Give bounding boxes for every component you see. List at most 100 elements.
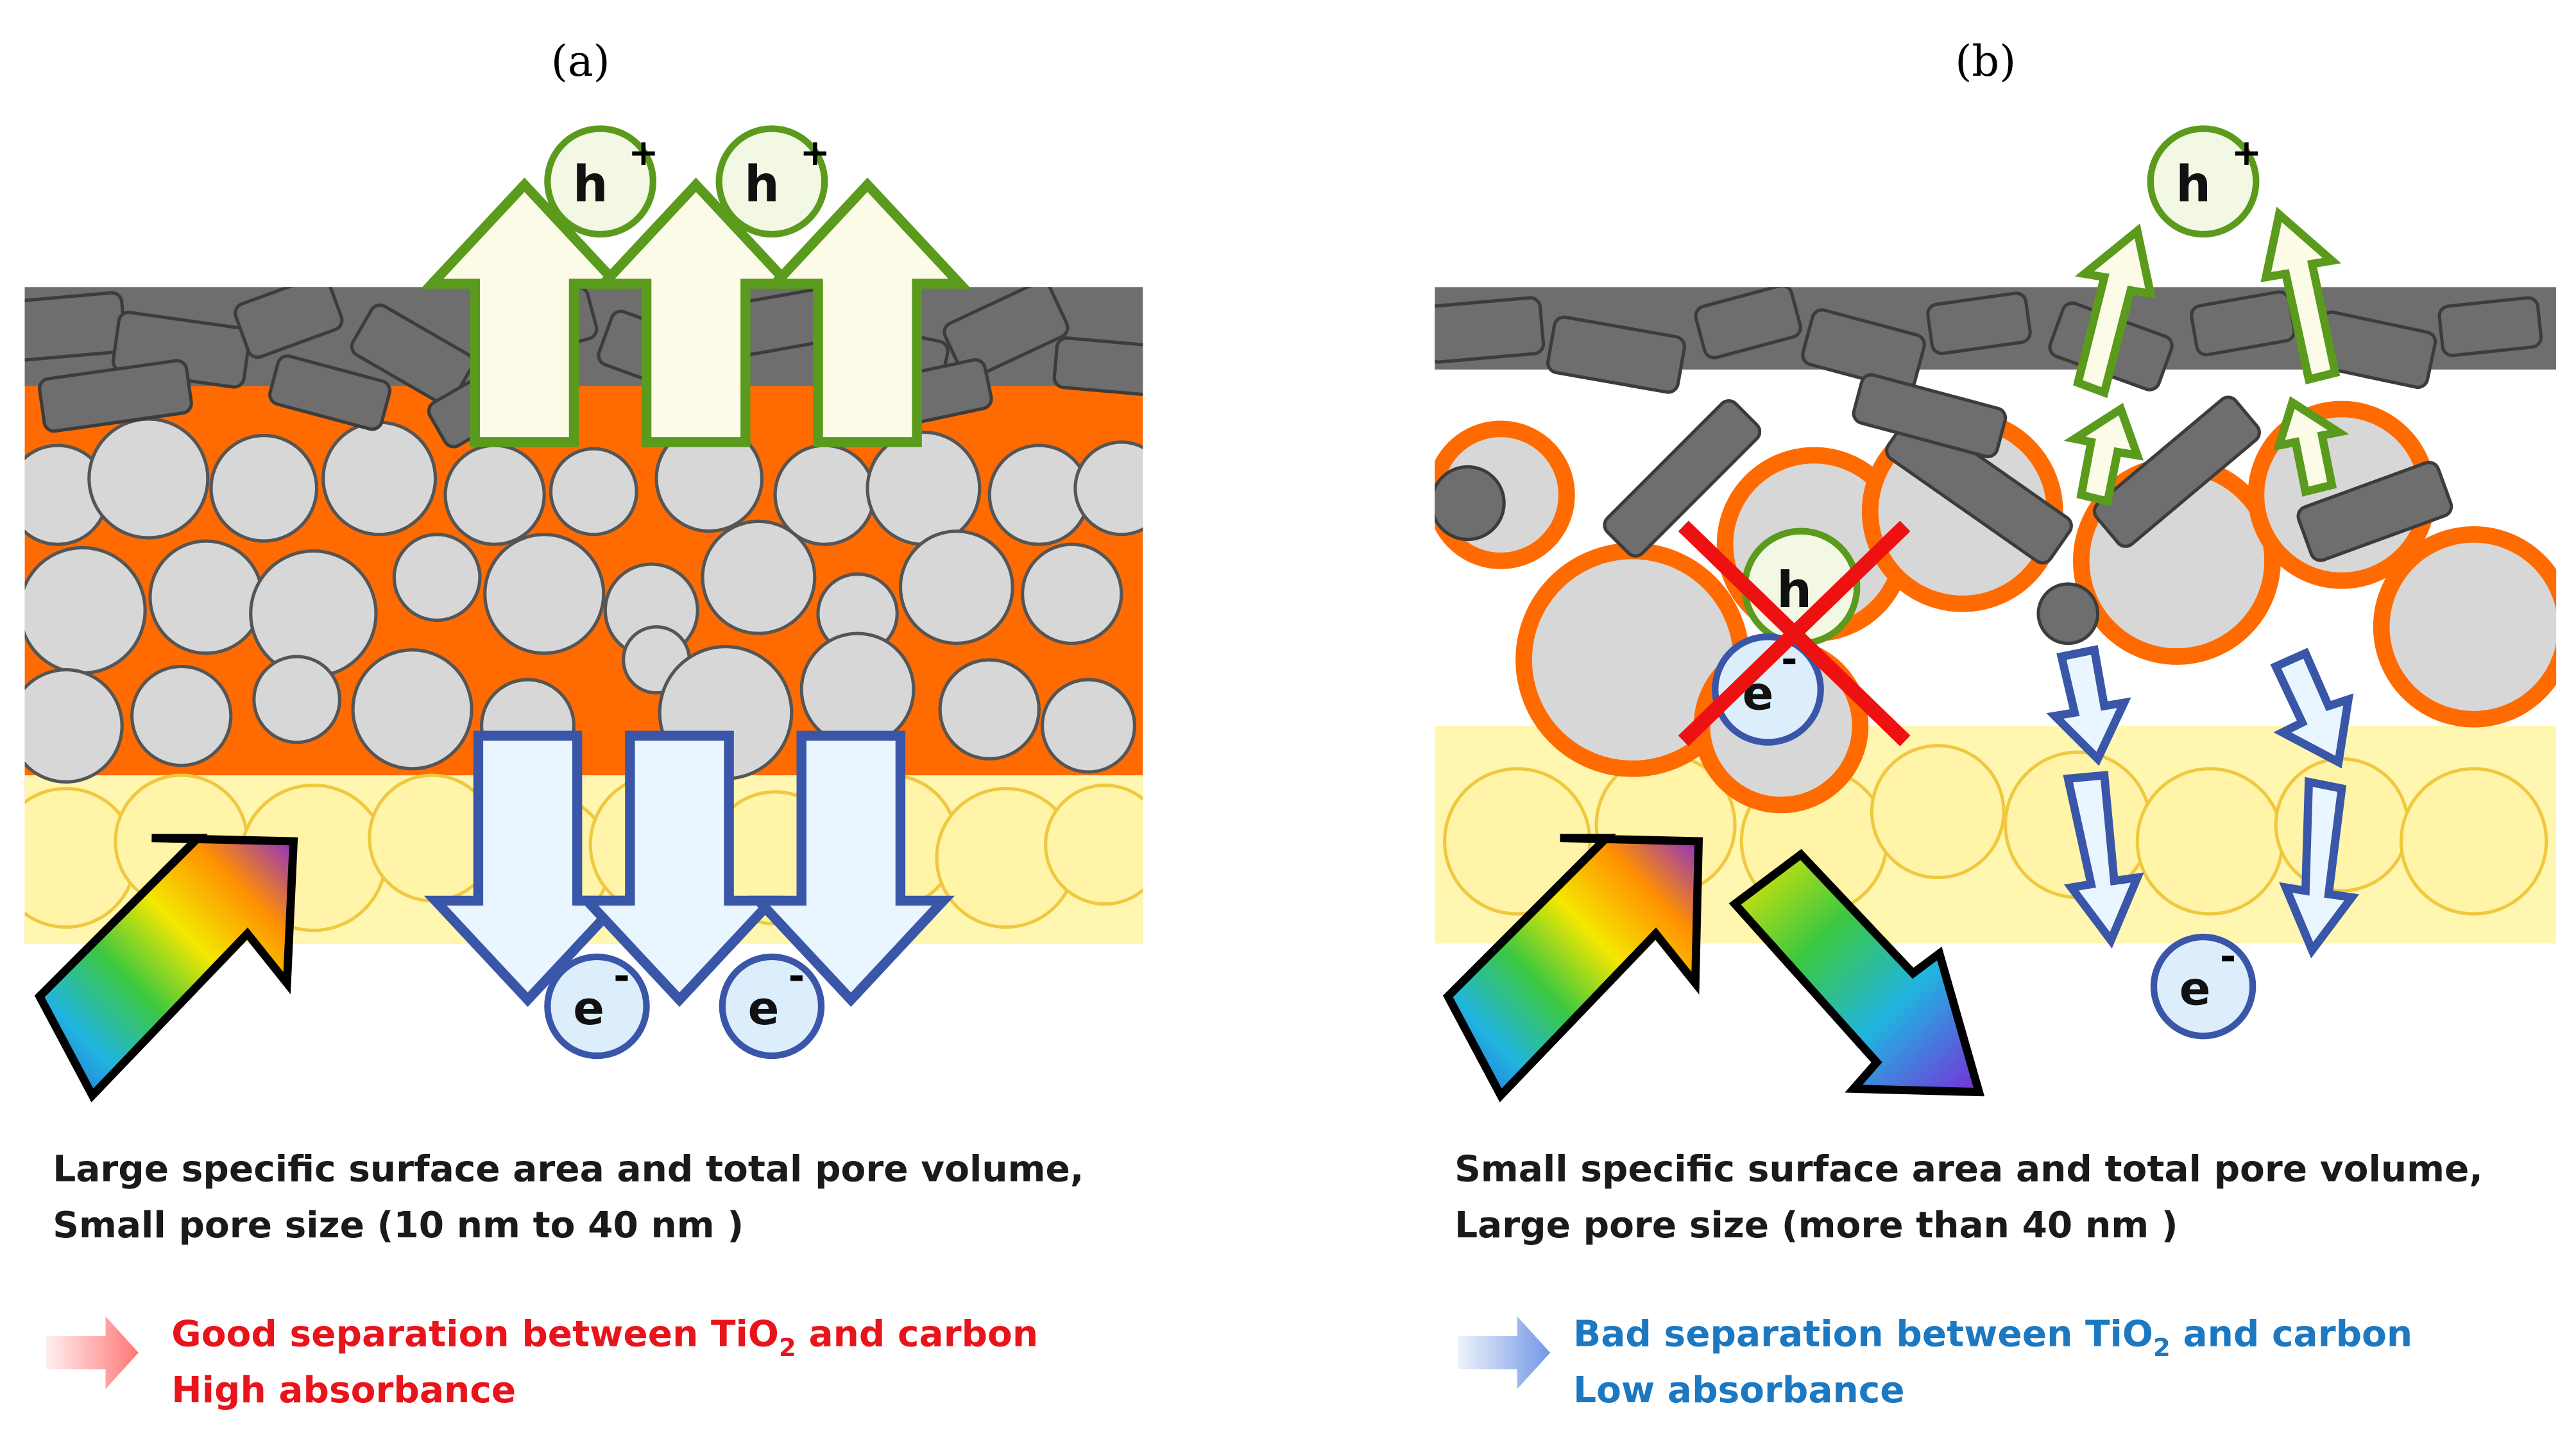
- carbon-flake: [38, 359, 193, 433]
- particle: [1044, 783, 1143, 906]
- carbon-flake: [1801, 308, 1926, 391]
- conclusion-arrow-icon: [46, 1316, 139, 1389]
- electron-carrier: e -: [2150, 933, 2256, 1040]
- panel-a-film: [24, 287, 1143, 944]
- carbon-flake: [1926, 291, 2032, 356]
- particle: [483, 533, 606, 655]
- carbon-flake: [1546, 315, 1686, 394]
- carbon-flake: [234, 287, 344, 359]
- carbon-flake: [2092, 395, 2261, 548]
- panel-b-label: (b): [1955, 36, 2016, 86]
- carbon-flake: [1852, 373, 2008, 459]
- carbon-flake: [1052, 336, 1143, 397]
- carbon-flake: [2296, 460, 2453, 562]
- particle: [130, 664, 233, 768]
- panel-b: (b) h +: [1435, 36, 2557, 1411]
- transmitted-light-arrow: [1728, 848, 1985, 1097]
- hole-arrow: [763, 177, 971, 447]
- electron-carrier: e -: [719, 953, 825, 1060]
- panel-b-conclusion-line2: Low absorbance: [1573, 1370, 1904, 1411]
- recombined-hole-label: h: [1777, 562, 1812, 619]
- hole-arrow: [420, 177, 629, 447]
- particle: [252, 655, 342, 744]
- particle: [898, 529, 1014, 646]
- panel-a-label: (a): [551, 36, 610, 86]
- carbon-flake: [350, 303, 475, 406]
- electron-label: e: [748, 981, 780, 1035]
- particle: [2135, 767, 2285, 916]
- particle: [87, 417, 210, 540]
- recombined-electron: [1712, 633, 1824, 746]
- particle: [1040, 678, 1137, 774]
- carbon-flake: [268, 354, 392, 431]
- hole-label: h: [2176, 156, 2211, 214]
- electron-arrow: [423, 730, 632, 1007]
- electron-arrows: [423, 730, 955, 1007]
- particle: [148, 539, 264, 655]
- conclusion-arrow-icon: [1458, 1316, 1551, 1389]
- hole-arrow: [2273, 396, 2350, 497]
- panel-a: (a) h + h +: [24, 36, 1143, 1411]
- electron-arrows: [2046, 645, 2360, 959]
- carbon-flake: [943, 287, 1070, 380]
- particle: [443, 443, 546, 546]
- particle: [1021, 542, 1123, 646]
- panel-a-conclusion-line1: Good separation between TiO2 and carbon: [171, 1313, 1038, 1362]
- hole-carrier: h +: [544, 125, 659, 238]
- particle: [209, 434, 319, 543]
- particle: [2274, 757, 2410, 893]
- particle: [24, 668, 124, 784]
- carbon-flake: [2437, 296, 2543, 357]
- incident-light-arrow: [34, 834, 298, 1103]
- hole-arrow: [2073, 223, 2156, 399]
- carbon-flake: [24, 291, 127, 363]
- particle: [1073, 440, 1143, 537]
- tio2-particles: [24, 417, 1143, 784]
- particle: [1435, 465, 1506, 542]
- panel-b-conclusion-line1: Bad separation between TiO2 and carbon: [1573, 1313, 2412, 1362]
- particle: [799, 632, 916, 748]
- electron-arrow: [576, 730, 783, 1007]
- carbon-layer: [1435, 287, 2557, 646]
- hole-label: h: [573, 156, 608, 214]
- particle: [24, 787, 137, 929]
- electron-arrow: [2279, 777, 2360, 959]
- hole-charge: +: [800, 132, 830, 174]
- hole-carrier: h +: [2147, 125, 2262, 238]
- electron-arrow: [747, 730, 955, 1007]
- electron-arrow: [2046, 645, 2131, 766]
- hole-label: h: [744, 156, 780, 214]
- carbon-flake: [1603, 399, 1762, 558]
- electron-label: e: [2179, 961, 2211, 1015]
- particle: [321, 420, 438, 537]
- particle: [2373, 526, 2557, 728]
- recombination-site: h e -: [1678, 520, 1911, 746]
- particle: [351, 648, 473, 771]
- recombination-cross-icon: [1678, 520, 1911, 746]
- particle: [938, 658, 1041, 760]
- hole-charge: +: [2231, 132, 2262, 174]
- panel-b-description-line2: Large pore size (more than 40 nm ): [1454, 1205, 2178, 1246]
- carbon-flake: [1435, 296, 1546, 364]
- particle: [2036, 582, 2100, 646]
- particle: [701, 519, 817, 635]
- incident-light-arrow: [1442, 834, 1703, 1103]
- hole-arrow: [592, 177, 800, 447]
- particle: [1870, 744, 2006, 880]
- electron-arrow: [2063, 771, 2144, 949]
- panel-a-description-line1: Large specific surface area and total po…: [53, 1148, 1084, 1190]
- panel-a-description-line2: Small pore size (10 nm to 40 nm ): [53, 1205, 744, 1246]
- electron-carrier: e -: [544, 953, 650, 1060]
- particle: [2399, 767, 2548, 916]
- hole-arrows: [420, 177, 971, 447]
- panel-a-conclusion-line2: High absorbance: [171, 1370, 516, 1411]
- hole-arrow: [2260, 207, 2341, 385]
- electron-arrow: [2270, 648, 2354, 769]
- carbon-flake: [1694, 287, 1802, 360]
- electron-charge: -: [2220, 933, 2237, 979]
- hole-arrows: [2063, 207, 2350, 507]
- particle: [392, 533, 482, 623]
- particle: [24, 546, 147, 675]
- hole-arrow: [2063, 402, 2144, 507]
